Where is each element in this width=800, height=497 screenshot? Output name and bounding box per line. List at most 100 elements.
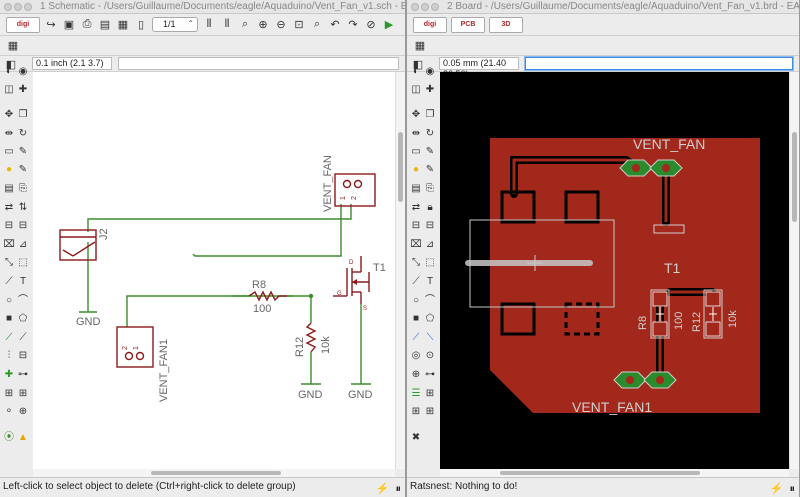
- pcb-quote-button[interactable]: PCB: [451, 16, 485, 33]
- run-ulp-icon[interactable]: ⦀: [224, 18, 230, 30]
- move-icon[interactable]: ✥: [411, 109, 421, 120]
- mirror-icon[interactable]: ⇹: [411, 128, 421, 139]
- show-icon[interactable]: ◉: [18, 66, 28, 77]
- copy-icon[interactable]: ❐: [425, 109, 435, 120]
- attribute-icon[interactable]: ✚: [4, 369, 14, 380]
- grid-icon[interactable]: ▦: [414, 40, 426, 52]
- copy-icon[interactable]: ❐: [18, 109, 28, 120]
- ripup-icon[interactable]: ⟍: [426, 332, 434, 343]
- meander-icon[interactable]: ⟋: [412, 276, 420, 287]
- group-icon[interactable]: ▭: [4, 146, 14, 157]
- replace-icon[interactable]: ⇄: [411, 202, 421, 213]
- command-line-input[interactable]: [525, 57, 793, 70]
- open-icon[interactable]: ↪: [46, 19, 56, 31]
- zoom-in-icon[interactable]: ⊕: [258, 19, 268, 31]
- board-icon[interactable]: ▦: [117, 19, 129, 31]
- polygon-icon[interactable]: ⬠: [18, 313, 28, 324]
- digikey-link-button[interactable]: digi: [6, 16, 40, 33]
- schematic-vertical-scrollbar[interactable]: [395, 72, 405, 469]
- text-icon[interactable]: T: [426, 276, 434, 287]
- sheet-icon[interactable]: ▯: [137, 19, 145, 31]
- rotate-icon[interactable]: ↻: [18, 128, 28, 139]
- add-icon[interactable]: ▤: [4, 183, 14, 194]
- miter-icon[interactable]: ⊿: [18, 239, 28, 250]
- arc-icon[interactable]: ⌒: [18, 295, 28, 306]
- group-icon[interactable]: ▭: [411, 146, 421, 157]
- undo-icon[interactable]: ↶: [330, 19, 340, 31]
- lock-icon[interactable]: 🔒︎: [427, 202, 433, 213]
- signal-icon[interactable]: ⊙: [425, 350, 435, 361]
- sheet-select[interactable]: 1/1: [152, 17, 198, 32]
- zoom-fit-icon[interactable]: ⌕: [241, 18, 249, 30]
- invoke-icon[interactable]: ⬚: [18, 257, 28, 268]
- junction-icon[interactable]: ⫶: [7, 350, 11, 361]
- ratsnest-icon[interactable]: ⊞: [425, 388, 435, 399]
- route-icon[interactable]: ⟋: [412, 332, 420, 343]
- change-icon[interactable]: ✎: [425, 146, 435, 157]
- info-icon[interactable]: ◐: [5, 66, 13, 77]
- circle-icon[interactable]: ○: [412, 295, 420, 306]
- paste-icon[interactable]: ●: [412, 164, 420, 175]
- zoom-out-icon[interactable]: ⊖: [276, 19, 286, 31]
- board-canvas[interactable]: VENT_FAN T1 R8 100 R12: [440, 72, 789, 477]
- layer-settings-icon[interactable]: ◧: [5, 58, 17, 71]
- delete-icon[interactable]: ✎: [18, 164, 28, 175]
- stop-check-icon[interactable]: ⦿: [4, 432, 14, 443]
- errors-icon[interactable]: ⊞: [18, 388, 28, 399]
- bf-3d-button[interactable]: 3D: [489, 16, 523, 33]
- net-icon[interactable]: ⟋: [19, 332, 27, 343]
- name-icon[interactable]: ⊟: [411, 220, 421, 231]
- dimension-icon[interactable]: ⊶: [18, 369, 28, 380]
- show-icon[interactable]: ◉: [425, 66, 435, 77]
- schematic-canvas[interactable]: J2 GND 1 2 VENT_FAN R8 100: [33, 72, 395, 477]
- split-icon[interactable]: ⤡: [5, 257, 13, 268]
- auto-router-icon[interactable]: ✖: [411, 432, 421, 443]
- go-status-icon[interactable]: ⚡: [375, 483, 390, 495]
- label-icon[interactable]: ⊟: [18, 350, 28, 361]
- attribute-icon[interactable]: ⊶: [425, 369, 435, 380]
- pinswap-icon[interactable]: ⎘: [426, 183, 434, 194]
- text-icon[interactable]: T: [19, 276, 27, 287]
- redo-icon[interactable]: ↷: [348, 19, 358, 31]
- optimize-icon[interactable]: ⬚: [425, 257, 435, 268]
- pinswap-icon[interactable]: ⎘: [19, 183, 27, 194]
- add-icon[interactable]: ▤: [411, 183, 421, 194]
- smash-icon[interactable]: ⌧: [410, 239, 422, 250]
- erc-check-icon[interactable]: ⚬: [4, 406, 14, 417]
- stop-status-icon[interactable]: ⏸: [789, 483, 796, 495]
- info-icon[interactable]: ◐: [412, 66, 420, 77]
- display-icon[interactable]: ◫: [4, 84, 14, 95]
- miter-icon[interactable]: ⊿: [425, 239, 435, 250]
- delete-icon[interactable]: ✎: [425, 164, 435, 175]
- gateswap-icon[interactable]: ⇅: [18, 202, 28, 213]
- rotate-icon[interactable]: ↻: [425, 128, 435, 139]
- split-icon[interactable]: ⤡: [412, 257, 420, 268]
- bus-icon[interactable]: ⟋: [5, 332, 13, 343]
- window-controls[interactable]: [4, 3, 34, 13]
- circle-icon[interactable]: ○: [5, 295, 13, 306]
- value-icon[interactable]: ⊟: [18, 220, 28, 231]
- window-controls[interactable]: [411, 3, 441, 13]
- script-icon[interactable]: ⦀: [206, 18, 212, 30]
- move-icon[interactable]: ✥: [4, 109, 14, 120]
- paste-icon[interactable]: ●: [5, 164, 13, 175]
- warning-icon[interactable]: ▲: [18, 432, 28, 443]
- name-icon[interactable]: ⊟: [4, 220, 14, 231]
- board-vertical-scrollbar[interactable]: [789, 72, 799, 469]
- stop-icon[interactable]: ⊘: [366, 19, 376, 31]
- print-icon[interactable]: ⎙: [82, 18, 92, 30]
- drc-icon[interactable]: ⊞: [411, 406, 421, 417]
- go-icon[interactable]: ▶: [384, 19, 394, 31]
- mark-icon[interactable]: ✚: [425, 84, 435, 95]
- replace-icon[interactable]: ⇄: [4, 202, 14, 213]
- go-status-icon[interactable]: ⚡: [769, 483, 784, 495]
- rect-icon[interactable]: ■: [412, 313, 420, 324]
- display-icon[interactable]: ◫: [411, 84, 421, 95]
- layers-icon[interactable]: ☰: [411, 388, 421, 399]
- board-horizontal-scrollbar[interactable]: [440, 469, 789, 477]
- grid-icon[interactable]: ▦: [7, 40, 19, 52]
- mark-icon[interactable]: ✚: [18, 84, 28, 95]
- optimize-icon[interactable]: ⟋: [5, 276, 13, 287]
- save-icon[interactable]: ▣: [63, 19, 75, 31]
- errors-icon[interactable]: ⊞: [425, 406, 435, 417]
